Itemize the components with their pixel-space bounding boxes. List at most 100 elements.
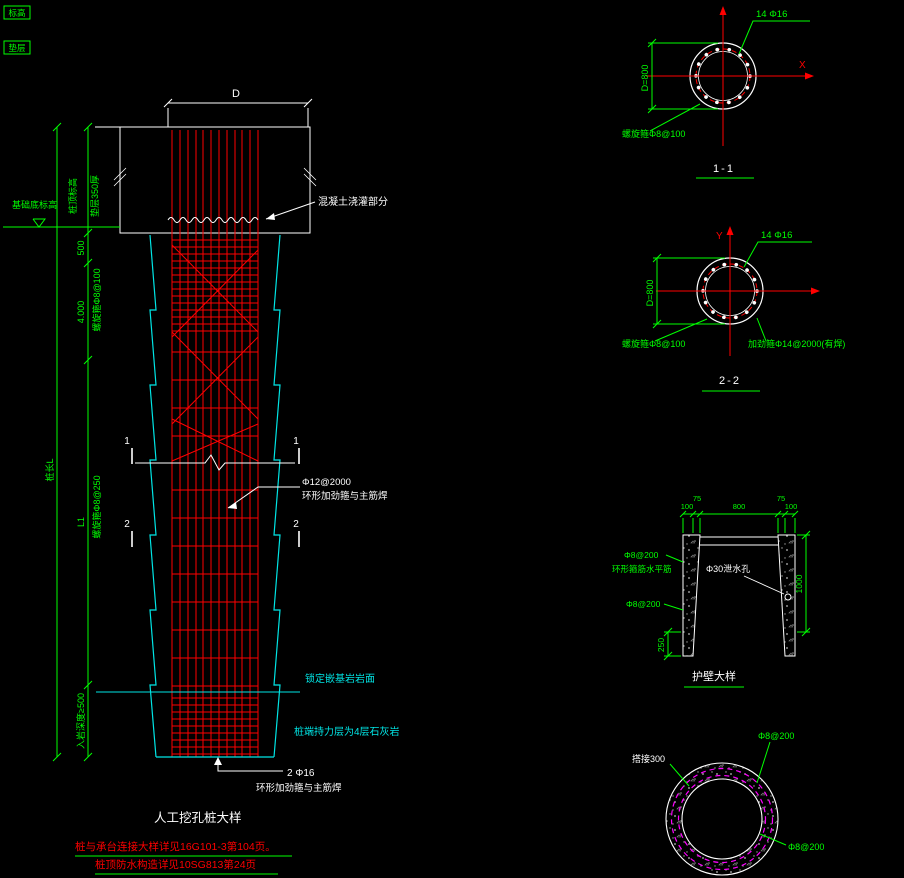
wall-bar-leader-2 (663, 603, 684, 611)
pile-elevation: D 混凝土浇灌部分 (3, 88, 400, 825)
dim-pile-length: 桩长L (44, 458, 55, 481)
wall-dim-800: 800 (733, 502, 746, 511)
ring-detail: 搭接300 Φ8@200 Φ8@200 (632, 731, 824, 876)
pile-cap-outline (95, 126, 317, 234)
level-note: 基础底标高 (12, 199, 57, 210)
pour-note: 混凝土浇灌部分 (318, 195, 388, 208)
section-1-1: X 14 Φ16 D=800 螺旋箍Φ8@100 1-1 (622, 6, 814, 179)
weep-leader (743, 575, 785, 595)
ring-outer-bars (670, 767, 774, 871)
wall-dim-100l: 100 (681, 502, 694, 511)
stiffener-note-2: 环形加劲箍与主筋焊 (302, 490, 388, 502)
stirrups-middle (172, 351, 258, 687)
dim-500: 500 (76, 240, 86, 255)
dim-top-label-2: 垫层350厚 (89, 175, 100, 217)
wall-left-section (682, 534, 701, 657)
section11-bars-leader (738, 20, 810, 55)
wall-dim-1000: 1000 (794, 574, 804, 593)
pour-note-leader (265, 201, 316, 220)
shaft-lining-outline (149, 234, 281, 758)
section22-dim-label: D=800 (645, 280, 655, 307)
ring-inner-bar-leader (759, 833, 787, 846)
section11-axis-x: X (799, 60, 806, 71)
bottom-note-1: 2 Φ16 (287, 768, 315, 779)
wall-dim-75r: 75 (777, 494, 785, 503)
spiral-label-100: 螺旋箍Φ8@100 (91, 268, 102, 331)
section22-bars-leader (743, 241, 812, 268)
corner-tag-1: 标高 (8, 8, 25, 18)
main-rebars (171, 130, 259, 757)
section22-stiffener-label: 加劲箍Φ14@2000(有焊) (748, 338, 845, 349)
wall-bar-v2-label: 环形箍筋水平筋 (612, 564, 672, 574)
section22-bars-label: 14 Φ16 (761, 230, 792, 241)
dim-chain-inner (83, 122, 93, 762)
ring-outer-outline (665, 762, 779, 876)
wall-dim-250: 250 (656, 638, 666, 652)
note-line-2: 桩顶防水构造详见10SG813第24页 (95, 858, 256, 871)
section22-stiffener-leader (756, 317, 767, 342)
general-notes: 桩与承台连接大样详见16G101-3第104页。 桩顶防水构造详见10SG813… (75, 840, 292, 875)
section22-dim (652, 253, 725, 329)
section-mark-2: 2 2 (124, 519, 300, 547)
section11-axes (646, 6, 814, 146)
ring-concrete (666, 763, 778, 875)
section-mark-1-left: 1 (124, 436, 130, 447)
wall-title: 护壁大样 (692, 669, 736, 683)
weep-label: Φ30泄水孔 (706, 563, 750, 574)
note-line-1: 桩与承台连接大样详见16G101-3第104页。 (75, 840, 276, 853)
ring-outer-bar-label: Φ8@200 (758, 731, 794, 741)
ring-inner-bars (677, 774, 767, 864)
wall-bar-leader-1 (665, 554, 684, 563)
section11-dim (647, 38, 718, 114)
ring-inner-outline (681, 778, 763, 860)
section-mark-2-right: 2 (293, 519, 299, 530)
corner-tag-2: 垫层 (8, 43, 25, 53)
dim-4000: 4.000 (76, 301, 86, 324)
wall-bar-v-label: Φ8@200 (624, 550, 659, 560)
section-mark-1-right: 1 (293, 436, 299, 447)
section22-spiral-label: 螺旋箍Φ8@100 (622, 338, 685, 349)
ring-outer-bar-leader (756, 741, 771, 784)
section11-dim-label: D=800 (640, 65, 650, 92)
ring-lap-label: 搭接300 (632, 753, 665, 764)
break-line (135, 454, 295, 471)
section11-bars-label: 14 Φ16 (756, 9, 787, 20)
bottom-hoop-leader (214, 757, 283, 772)
spiral-label-250: 螺旋箍Φ8@250 (91, 475, 102, 538)
section22-axes (656, 226, 820, 356)
stiffener-note-1: Φ12@2000 (302, 477, 351, 488)
stiffener-leader (227, 486, 300, 509)
wall-dim-top (679, 510, 799, 533)
bearing-note: 桩端持力层为4层石灰岩 (294, 725, 400, 738)
dim-top-label-1: 桩顶标高 (67, 178, 78, 214)
dim-rock-depth: 入岩深度≥500 (75, 693, 86, 749)
wall-top-lines (700, 536, 778, 546)
pour-joint-wave (167, 217, 259, 223)
section22-spiral-leader (654, 318, 708, 342)
dim-l1: L1 (76, 517, 86, 527)
corner-tags: 标高 垫层 (3, 5, 31, 55)
dim-chain-outer (52, 122, 62, 762)
wall-dim-right (797, 530, 811, 637)
spiral-diagonals (171, 244, 259, 462)
dim-d-label: D (232, 88, 240, 100)
ring-lap-leader (669, 763, 690, 787)
section22-title: 2-2 (719, 375, 741, 387)
section11-spiral-leader (649, 103, 701, 132)
section-mark-2-left: 2 (124, 519, 130, 530)
stirrups-top (172, 239, 258, 332)
section11-spiral-label: 螺旋箍Φ8@100 (622, 128, 685, 139)
bottom-note-2: 环形加劲箍与主筋焊 (256, 782, 342, 794)
section-2-2: Y 14 Φ16 D=800 螺旋箍Φ8@100 加劲箍Φ14@2000(有焊)… (622, 226, 845, 392)
wall-dim-75l: 75 (693, 494, 701, 503)
rock-line-note: 锁定嵌基岩岩面 (305, 672, 375, 685)
stirrups-bottom (172, 697, 258, 755)
section11-title: 1-1 (713, 163, 735, 175)
wall-dim-bottom (663, 627, 681, 661)
dim-d (163, 98, 313, 127)
level-symbol: 基础底标高 (3, 199, 120, 228)
wall-detail: 100 75 800 75 100 Φ30泄水孔 Φ8@200 环形箍筋水平筋 … (612, 494, 811, 688)
weep-hole (784, 593, 792, 601)
